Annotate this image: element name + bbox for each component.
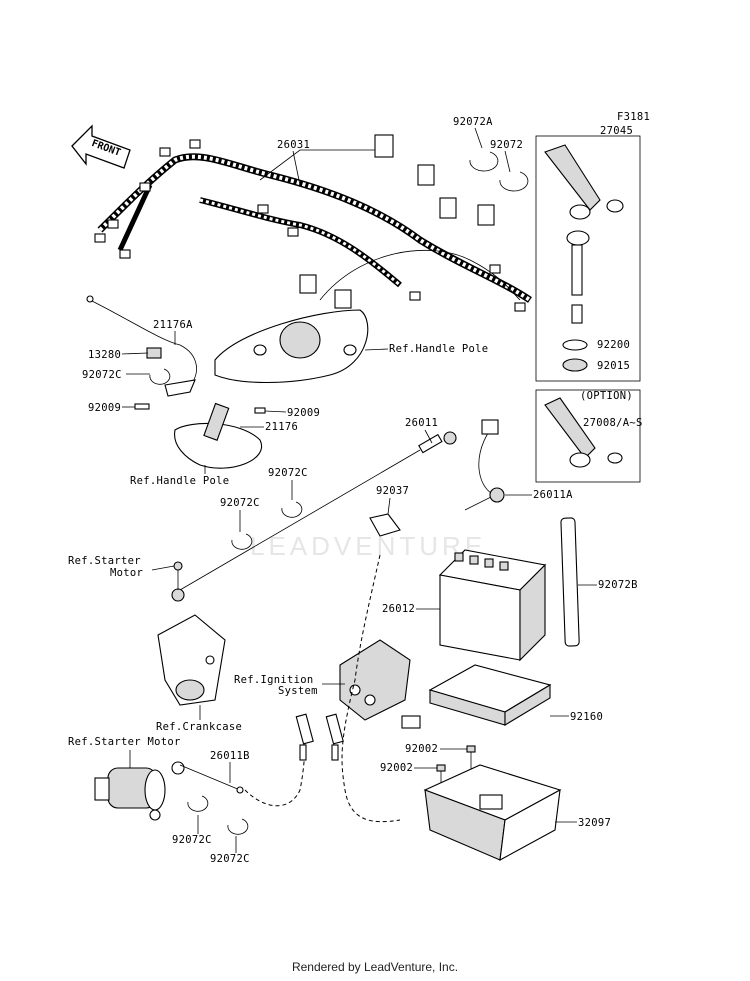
figure-code: F3181 <box>617 111 650 123</box>
sensor-21176 <box>174 402 266 469</box>
crankcase-part <box>157 614 226 706</box>
label-92072B: 92072B <box>598 579 638 591</box>
label-26011: 26011 <box>405 417 438 429</box>
label-92009-b: 92009 <box>287 407 320 419</box>
clamp-92072C-b <box>231 533 253 550</box>
battery-tray-92160 <box>428 664 552 726</box>
label-92037: 92037 <box>376 485 409 497</box>
handle-pole-bracket <box>214 309 369 383</box>
battery-case-32097 <box>423 764 562 861</box>
option-box-label: (OPTION) <box>580 390 633 402</box>
label-92009-a: 92009 <box>88 402 121 414</box>
ref-handle-pole-a: Ref.Handle Pole <box>389 343 488 355</box>
label-92072C-a: 92072C <box>82 369 122 381</box>
label-26012: 26012 <box>382 603 415 615</box>
watermark: LEADVENTURE <box>250 531 486 561</box>
starter-terminal-ring <box>171 588 185 602</box>
label-92160: 92160 <box>570 711 603 723</box>
cable-26011 <box>179 431 457 591</box>
clip-92037 <box>369 513 401 537</box>
ignition-key-27045 <box>544 144 624 324</box>
ref-starter-motor-b: Ref.Starter Motor <box>68 736 181 748</box>
label-92015: 92015 <box>597 360 630 372</box>
label-92002-b: 92002 <box>380 762 413 774</box>
clamp-92072A <box>469 151 499 172</box>
footer-credit: Rendered by LeadVenture, Inc. <box>291 960 459 974</box>
starter-terminal-nut <box>173 561 183 571</box>
label-92072C-c: 92072C <box>268 467 308 479</box>
option-box <box>535 389 641 483</box>
front-arrow-icon: FRONT <box>71 124 131 169</box>
label-92002-a: 92002 <box>405 743 438 755</box>
clamp-92072C-a <box>149 368 171 385</box>
key-27008 <box>544 397 623 468</box>
label-92072C-b: 92072C <box>220 497 260 509</box>
clamp-92072C-c <box>281 501 303 518</box>
label-92072C-d: 92072C <box>172 834 212 846</box>
washer-92200 <box>562 339 588 351</box>
label-26031: 26031 <box>277 139 310 151</box>
label-92200: 92200 <box>597 339 630 351</box>
label-92072C-e: 92072C <box>210 853 250 865</box>
label-21176: 21176 <box>265 421 298 433</box>
label-27008: 27008/A~S <box>583 417 643 429</box>
sensor-21176A <box>86 295 197 397</box>
label-27045: 27045 <box>600 125 633 137</box>
nut-92015 <box>562 358 588 372</box>
routing-dashed-line <box>341 554 401 823</box>
label-32097: 32097 <box>578 817 611 829</box>
battery-26012 <box>438 549 547 662</box>
starter-motor <box>94 761 185 821</box>
plug-connectors <box>295 713 344 761</box>
label-92072A: 92072A <box>453 116 493 128</box>
clamp-92072C-d <box>187 795 209 812</box>
ref-crankcase: Ref.Crankcase <box>156 721 242 733</box>
label-26011B: 26011B <box>210 750 250 762</box>
label-13280: 13280 <box>88 349 121 361</box>
ref-starter-motor-a-2: Motor <box>110 567 143 579</box>
ref-ignition-2: System <box>278 685 318 697</box>
ignition-switch-box <box>535 135 641 382</box>
bolt-92009-a <box>134 403 150 410</box>
cable-26011A <box>464 419 505 511</box>
ref-starter-motor-a-1: Ref.Starter <box>68 555 141 567</box>
strap-92072B <box>560 517 580 647</box>
clamp-92072C-e <box>227 818 249 835</box>
cable-26011B <box>179 764 244 794</box>
ignition-system-part <box>339 639 421 729</box>
ref-handle-pole-b: Ref.Handle Pole <box>130 475 229 487</box>
clamp-92072 <box>499 171 529 192</box>
main-harness-26031 <box>94 134 532 312</box>
ref-ignition-1: Ref.Ignition <box>234 674 313 686</box>
label-92072: 92072 <box>490 139 523 151</box>
label-21176A: 21176A <box>153 319 193 331</box>
label-26011A: 26011A <box>533 489 573 501</box>
